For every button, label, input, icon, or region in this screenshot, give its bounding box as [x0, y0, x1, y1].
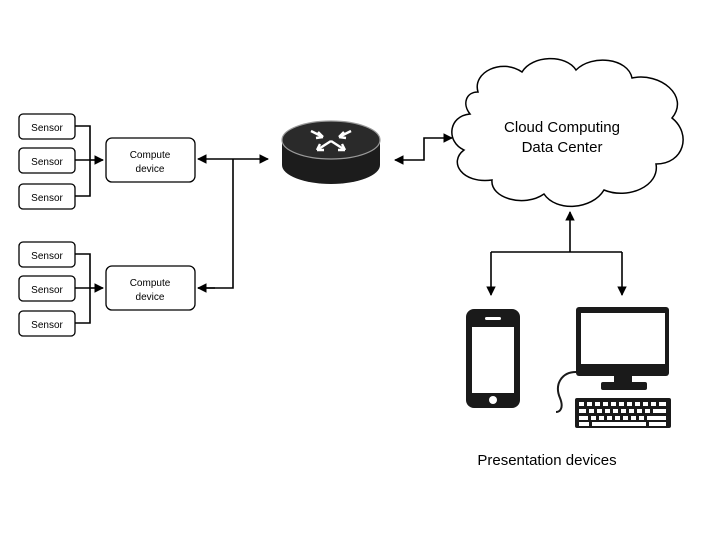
compute-device-label-line1: Compute — [130, 278, 171, 289]
sensor-box: Sensor — [18, 113, 76, 140]
sensor-box: Sensor — [18, 147, 76, 174]
sensor-connector — [75, 253, 91, 324]
router-cloud-link-arrow — [394, 133, 453, 165]
compute-device-label-line1: Compute — [130, 150, 171, 161]
sensor-box: Sensor — [18, 241, 76, 268]
compute-device-label-line2: device — [136, 292, 165, 303]
router-icon — [281, 120, 381, 184]
sensor-connector — [75, 125, 91, 197]
sensor-label: Sensor — [31, 251, 63, 262]
sensor-label: Sensor — [31, 320, 63, 331]
presentation-devices-label: Presentation devices — [477, 452, 616, 469]
sensor-label: Sensor — [31, 193, 63, 204]
sensor-box: Sensor — [18, 183, 76, 210]
compute2-link-arrow — [198, 159, 234, 289]
compute-device-label-line2: device — [136, 164, 165, 175]
cloud-label-line1: Cloud Computing — [504, 119, 620, 136]
compute-device-box: Compute device — [105, 137, 196, 183]
smartphone-icon — [466, 309, 520, 408]
sensor-label: Sensor — [31, 285, 63, 296]
sensor-box: Sensor — [18, 310, 76, 337]
compute-device-box: Compute device — [105, 265, 196, 311]
cloud-data-center: Cloud Computing Data Center — [451, 57, 684, 207]
sensor-label: Sensor — [31, 123, 63, 134]
sensor-label: Sensor — [31, 157, 63, 168]
sensor-group-1: Sensor Sensor Sensor Compute device — [18, 113, 196, 210]
cloud-shape — [451, 57, 684, 207]
cloud-label-line2: Data Center — [522, 139, 603, 156]
sensor-box: Sensor — [18, 275, 76, 302]
desktop-computer-icon — [555, 307, 671, 428]
sensor-group-2: Sensor Sensor Sensor Compute device — [18, 241, 196, 337]
